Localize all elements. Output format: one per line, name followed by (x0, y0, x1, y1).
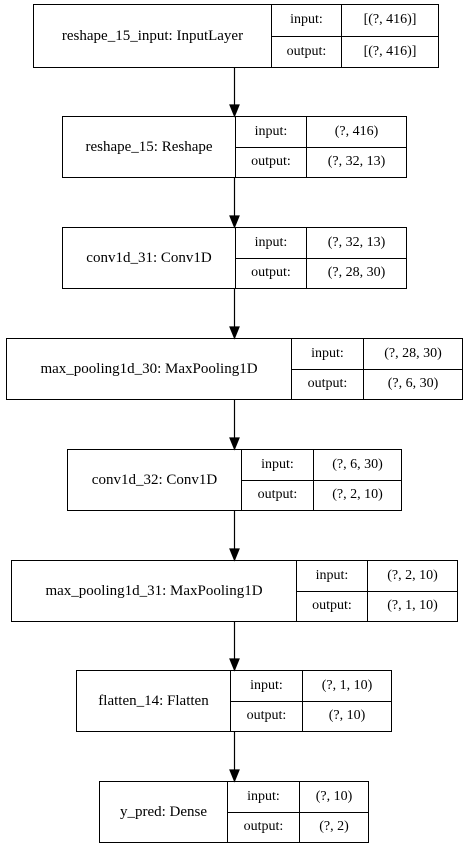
input-label: input: (297, 561, 367, 592)
layer-name: max_pooling1d_30: MaxPooling1D (7, 339, 292, 399)
output-label: output: (312, 598, 352, 614)
output-shape: (?, 32, 13) (327, 154, 386, 170)
output-label: output: (251, 154, 291, 170)
input-label: input: (242, 450, 313, 481)
input-shape: [(?, 416)] (342, 5, 438, 37)
input-shape: (?, 28, 30) (364, 339, 462, 370)
io-labels: input: output: (236, 117, 307, 177)
output-shape: (?, 6, 30) (387, 376, 439, 392)
input-label: input: (272, 5, 341, 37)
io-labels: input: output: (272, 5, 342, 67)
input-label: input: (228, 782, 299, 813)
io-labels: input: output: (292, 339, 364, 399)
output-label: output: (286, 43, 327, 59)
arrowhead-7 (229, 769, 240, 783)
output-label: output: (251, 265, 291, 281)
io-labels: input: output: (231, 671, 303, 731)
input-label: input: (236, 228, 306, 259)
output-shape: [(?, 416)] (363, 43, 417, 59)
input-shape: (?, 416) (307, 117, 406, 148)
arrowhead-5 (229, 548, 240, 562)
layer-node-conv1d-32: conv1d_32: Conv1D input: output: (?, 6, … (67, 449, 402, 511)
input-shape: (?, 1, 10) (303, 671, 391, 702)
arrowhead-6 (229, 658, 240, 672)
io-values: (?, 6, 30) (?, 2, 10) (314, 450, 401, 510)
io-values: (?, 10) (?, 2) (300, 782, 368, 842)
io-labels: input: output: (228, 782, 300, 842)
io-values: (?, 32, 13) (?, 28, 30) (307, 228, 406, 288)
layer-node-reshape-15-input: reshape_15_input: InputLayer input: outp… (33, 4, 439, 68)
input-label: input: (231, 671, 302, 702)
io-values: (?, 2, 10) (?, 1, 10) (368, 561, 457, 621)
input-shape: (?, 32, 13) (307, 228, 406, 259)
output-label: output: (307, 376, 348, 392)
io-labels: input: output: (242, 450, 314, 510)
output-shape: (?, 1, 10) (387, 598, 438, 614)
arrowhead-4 (229, 437, 240, 451)
arrowhead-2 (229, 215, 240, 229)
input-label: input: (236, 117, 306, 148)
layer-node-reshape-15: reshape_15: Reshape input: output: (?, 4… (62, 116, 407, 178)
input-shape: (?, 2, 10) (368, 561, 457, 592)
layer-name: reshape_15_input: InputLayer (34, 5, 272, 67)
layer-name: conv1d_32: Conv1D (68, 450, 242, 510)
layer-name: max_pooling1d_31: MaxPooling1D (12, 561, 297, 621)
input-shape: (?, 6, 30) (314, 450, 401, 481)
layer-name: flatten_14: Flatten (77, 671, 231, 731)
output-label: output: (243, 819, 284, 835)
layer-name: reshape_15: Reshape (63, 117, 236, 177)
output-shape: (?, 2) (319, 819, 349, 835)
layer-name: y_pred: Dense (100, 782, 228, 842)
arrowhead-3 (229, 326, 240, 340)
io-values: [(?, 416)] [(?, 416)] (342, 5, 438, 67)
io-values: (?, 416) (?, 32, 13) (307, 117, 406, 177)
arrowhead-1 (229, 104, 240, 118)
output-shape: (?, 2, 10) (332, 487, 383, 503)
io-labels: input: output: (236, 228, 307, 288)
input-label: input: (292, 339, 363, 370)
output-shape: (?, 10) (328, 708, 366, 724)
io-labels: input: output: (297, 561, 368, 621)
layer-node-max-pooling1d-31: max_pooling1d_31: MaxPooling1D input: ou… (11, 560, 458, 622)
layer-node-conv1d-31: conv1d_31: Conv1D input: output: (?, 32,… (62, 227, 407, 289)
input-shape: (?, 10) (300, 782, 368, 813)
layer-name: conv1d_31: Conv1D (63, 228, 236, 288)
layer-node-y-pred: y_pred: Dense input: output: (?, 10) (?,… (99, 781, 369, 843)
output-label: output: (257, 487, 298, 503)
output-label: output: (246, 708, 287, 724)
io-values: (?, 28, 30) (?, 6, 30) (364, 339, 462, 399)
io-values: (?, 1, 10) (?, 10) (303, 671, 391, 731)
output-shape: (?, 28, 30) (327, 265, 386, 281)
layer-node-max-pooling1d-30: max_pooling1d_30: MaxPooling1D input: ou… (6, 338, 463, 400)
layer-node-flatten-14: flatten_14: Flatten input: output: (?, 1… (76, 670, 392, 732)
